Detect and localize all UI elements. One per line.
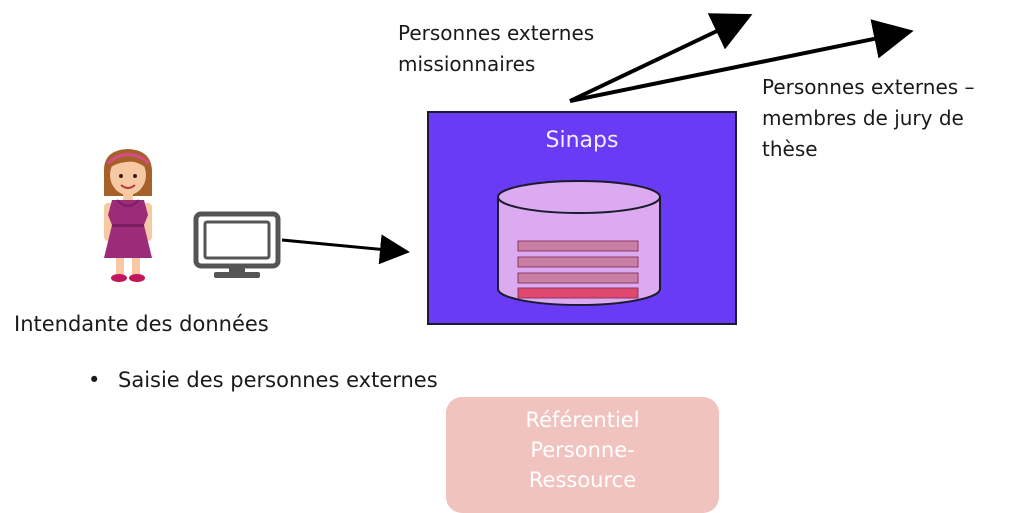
sinaps-system-box: Sinaps — [427, 111, 737, 325]
system-title: Sinaps — [545, 128, 619, 153]
monitor-icon — [193, 211, 281, 278]
external-jury-label: Personnes externes – membres de jury de … — [762, 72, 975, 165]
arrow-to-jury — [569, 19, 914, 103]
referentiel-line: Ressource — [528, 468, 637, 492]
external-missionnaires-label: Personnes externes missionnaires — [398, 18, 594, 80]
label-line: Personnes externes – — [762, 75, 975, 99]
referentiel-line: Référentiel — [525, 408, 640, 432]
label-line: missionnaires — [398, 52, 536, 76]
database-icon — [497, 180, 661, 306]
label-line: membres de jury de — [762, 106, 964, 130]
actor-label: Intendante des données — [14, 312, 269, 336]
arrow-to-missionnaires — [569, 13, 753, 103]
person-icon — [104, 149, 152, 282]
label-line: thèse — [762, 137, 818, 161]
label-line: Personnes externes — [398, 21, 595, 45]
bullet-dot: • — [88, 368, 101, 392]
bullet-item: • Saisie des personnes externes — [88, 366, 438, 394]
input-arrow — [281, 234, 410, 265]
referentiel-line: Personne- — [530, 438, 635, 462]
referentiel-box: Référentiel Personne- Ressource — [446, 397, 719, 513]
bullet-text: Saisie des personnes externes — [118, 368, 438, 392]
